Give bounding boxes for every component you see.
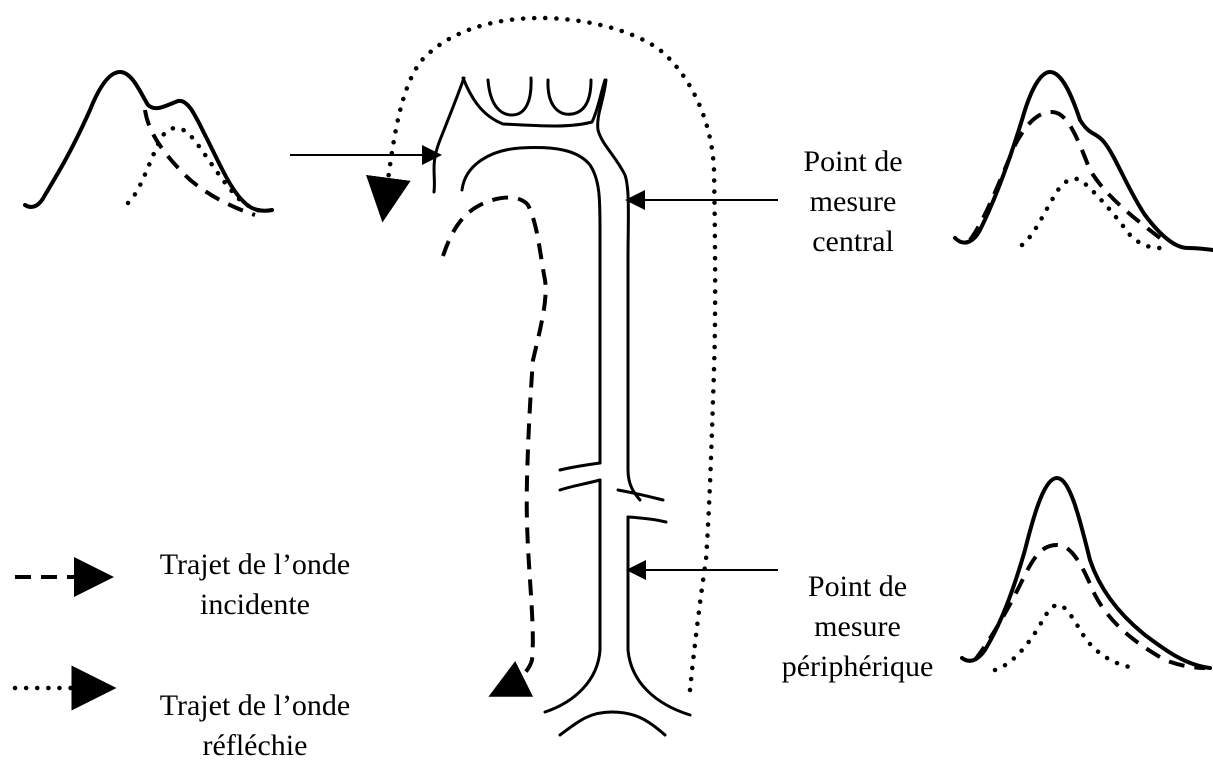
waveform-reflected [128,128,268,212]
aortic-arch-outer-left [434,78,464,192]
renal-branch-left-lower [560,480,600,490]
inner-arch-wall [462,148,600,463]
arterial-tree [434,78,690,735]
pressure-waveform-inlet [25,72,272,215]
legend-reflected-line-1: Trajet de l’onde [140,686,370,726]
legend-reflected-line-2: réfléchie [140,726,370,766]
waveform-forward [970,112,1160,240]
central-measure-label: Point de mesure central [778,142,928,262]
brachiocephalic-branch-2 [548,80,591,114]
legend-incident-line-2: incidente [140,585,370,625]
brachiocephalic-branch-1 [488,78,531,115]
peripheral-measure-line-1: Point de [770,567,945,607]
central-measure-line-3: central [778,222,928,262]
reflected-wave-path [383,18,715,690]
peripheral-measure-line-2: mesure [770,607,945,647]
waveform-reflected [995,605,1135,670]
legend-reflected-label: Trajet de l’onde réfléchie [140,686,370,766]
central-measure-line-2: mesure [778,182,928,222]
legend-incident-label: Trajet de l’onde incidente [140,545,370,625]
incident-wave-path [443,198,546,696]
renal-branch-left [560,463,600,470]
central-measure-line-1: Point de [778,142,928,182]
peripheral-measure-line-3: périphérique [770,647,945,687]
waveform-measured [955,72,1213,250]
right-wall-descending-aorta [598,80,640,500]
waveform-reflected [1022,179,1160,248]
legend-incident-line-1: Trajet de l’onde [140,545,370,585]
iliac-bifurcation [560,712,665,735]
pressure-waveform-peripheral [962,478,1210,670]
right-wall-abdominal-aorta [628,517,690,715]
aortic-arch-outer-top [463,78,605,126]
renal-branch-right-lower [628,517,666,522]
peripheral-measure-label: Point de mesure périphérique [770,567,945,687]
pressure-waveform-central [955,72,1213,250]
left-wall-abdominal-aorta [545,480,600,712]
waveform-measured [25,72,272,211]
